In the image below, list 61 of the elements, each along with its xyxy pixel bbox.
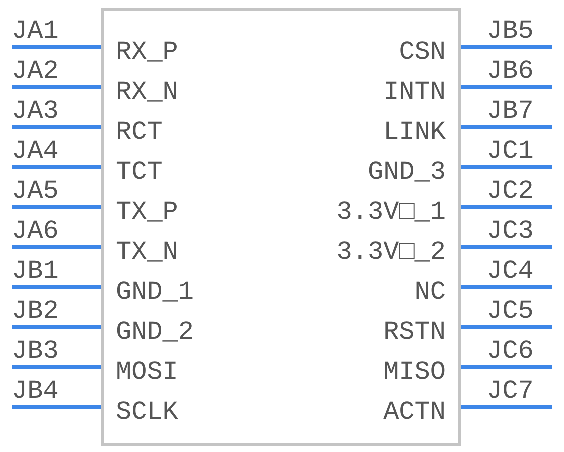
pin-name: NC — [414, 277, 458, 307]
pin-number: JB4 — [12, 377, 59, 405]
pin-line — [12, 125, 101, 129]
pin-name: RCT — [104, 117, 163, 147]
pin-number: JC7 — [487, 377, 534, 405]
pin-line — [12, 165, 101, 169]
pin-number: JA5 — [12, 177, 59, 205]
pin-line — [461, 285, 552, 289]
pin-number: JB1 — [12, 257, 59, 285]
pin-name: INTN — [384, 77, 458, 107]
pin-name: 3.3V□_2 — [336, 237, 458, 267]
pin-line — [12, 45, 101, 49]
pin-line — [12, 365, 101, 369]
pin-name: MOSI — [104, 357, 178, 387]
pin-line — [12, 405, 101, 409]
pin-line — [12, 85, 101, 89]
pin-name: RX_P — [104, 37, 178, 67]
pin-number: JB7 — [487, 97, 534, 125]
pin-number: JC5 — [487, 297, 534, 325]
pin-line — [461, 405, 552, 409]
pin-name: LINK — [384, 117, 458, 147]
pin-name: TCT — [104, 157, 163, 187]
chip-body — [101, 8, 461, 446]
pin-line — [461, 125, 552, 129]
pin-name: GND_1 — [104, 277, 194, 307]
pin-name: GND_2 — [104, 317, 194, 347]
pin-name: RSTN — [384, 317, 458, 347]
pin-line — [461, 245, 552, 249]
pin-number: JB2 — [12, 297, 59, 325]
pin-line — [12, 325, 101, 329]
pin-line — [12, 285, 101, 289]
pin-line — [461, 365, 552, 369]
pin-name: ACTN — [384, 397, 458, 427]
pin-number: JB6 — [487, 57, 534, 85]
pin-name: TX_P — [104, 197, 178, 227]
pin-name: TX_N — [104, 237, 178, 267]
pin-line — [461, 325, 552, 329]
pin-name: GND_3 — [368, 157, 458, 187]
pin-number: JC3 — [487, 217, 534, 245]
pin-number: JC4 — [487, 257, 534, 285]
pin-number: JB5 — [487, 17, 534, 45]
pin-number: JC2 — [487, 177, 534, 205]
pin-name: 3.3V□_1 — [336, 197, 458, 227]
pin-line — [461, 165, 552, 169]
pin-number: JA6 — [12, 217, 59, 245]
pin-name: MISO — [384, 357, 458, 387]
pin-number: JA3 — [12, 97, 59, 125]
pin-name: CSN — [399, 37, 458, 67]
pin-number: JA2 — [12, 57, 59, 85]
pin-number: JA1 — [12, 17, 59, 45]
pin-line — [12, 205, 101, 209]
pin-number: JA4 — [12, 137, 59, 165]
pin-line — [12, 245, 101, 249]
pin-number: JB3 — [12, 337, 59, 365]
pin-line — [461, 85, 552, 89]
pin-name: RX_N — [104, 77, 178, 107]
pin-name: SCLK — [104, 397, 178, 427]
pin-number: JC6 — [487, 337, 534, 365]
pin-number: JC1 — [487, 137, 534, 165]
pin-line — [461, 45, 552, 49]
pin-line — [461, 205, 552, 209]
